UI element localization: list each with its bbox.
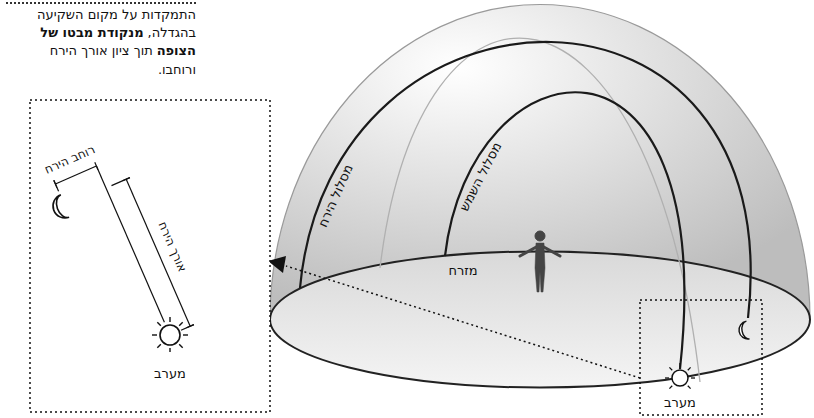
sun-symbol: [665, 363, 695, 389]
focus-box: [640, 300, 762, 415]
inset-box: [30, 100, 270, 412]
observer-body: [535, 243, 545, 292]
width-tick: [95, 162, 98, 169]
length-extension-line: [181, 325, 194, 331]
observer-figure: [520, 231, 560, 292]
moon-crescent: [738, 321, 750, 340]
observer-arms: [520, 246, 560, 256]
meridian-arc: [380, 38, 700, 382]
dimension-label: רוחב הירח: [41, 142, 99, 177]
inset-construction: [54, 162, 194, 330]
length-dimension-line: [126, 179, 190, 326]
direction-label: מזרח: [446, 264, 479, 278]
path-label: מסלול השמש: [456, 138, 505, 215]
direction-label: מערב: [152, 367, 188, 381]
moon-extension-line: [54, 180, 59, 191]
sun-symbol: [152, 317, 188, 352]
dimension-label: אורך הירח: [154, 218, 189, 276]
moon-crescent: [50, 195, 69, 222]
direction-label: מערב: [662, 396, 698, 410]
observer-head: [535, 231, 545, 241]
length-extension-line: [112, 178, 130, 186]
intro-note: התמקדות על מקום השקיעה בהגדלה,מנקודת מבט…: [6, 2, 196, 79]
zoom-pointer: [286, 266, 640, 378]
path-label: מסלול הירח: [315, 160, 357, 231]
